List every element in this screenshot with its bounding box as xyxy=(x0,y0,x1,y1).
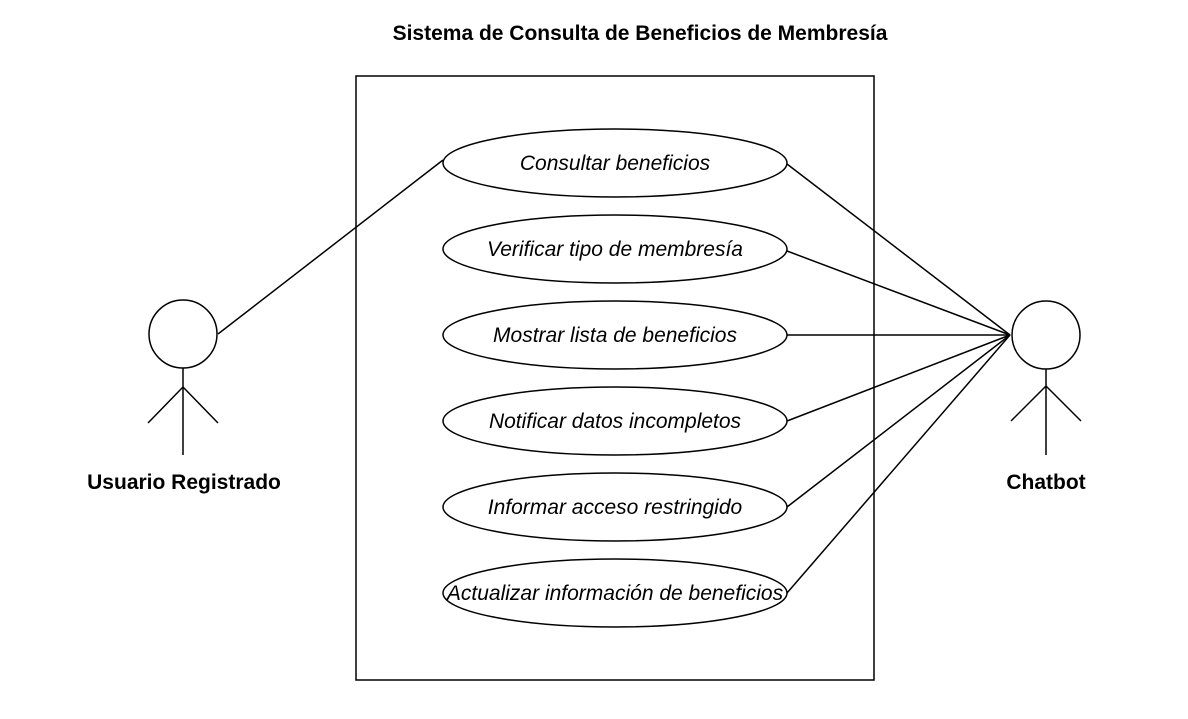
use-case-ellipse xyxy=(442,558,788,628)
use-case-label: Verificar tipo de membresía xyxy=(487,238,743,261)
use-case-ellipse xyxy=(442,386,788,456)
use-case-label: Mostrar lista de beneficios xyxy=(493,324,737,347)
associations xyxy=(217,159,1011,594)
system-boundary xyxy=(355,75,875,681)
association-chatbot-actualizar xyxy=(786,334,1011,594)
actor-chatbot: Chatbot xyxy=(1006,300,1086,494)
stick-figure-icon xyxy=(147,299,219,455)
use-case-label: Notificar datos incompletos xyxy=(489,410,742,433)
use-case-label: Actualizar información de beneficios xyxy=(445,582,784,605)
use-case-label: Consultar beneficios xyxy=(520,152,711,175)
use-case-informar: Informar acceso restringido xyxy=(442,472,788,542)
association-user-consultar xyxy=(217,159,444,335)
use-case-notificar: Notificar datos incompletos xyxy=(442,386,788,456)
diagram-title: Sistema de Consulta de Beneficios de Mem… xyxy=(393,22,888,45)
use-case-ellipse xyxy=(442,128,788,198)
association-chatbot-consultar xyxy=(786,163,1011,336)
use-case-label: Informar acceso restringido xyxy=(488,496,743,519)
use-case-ellipse xyxy=(442,214,788,284)
use-case-ellipse xyxy=(442,472,788,542)
use-case-ellipse xyxy=(442,300,788,370)
association-chatbot-notificar xyxy=(786,334,1011,422)
association-chatbot-informar xyxy=(786,334,1011,508)
use-case-actualizar: Actualizar información de beneficios xyxy=(442,558,788,628)
actor-usuario-registrado: Usuario Registrado xyxy=(87,299,281,494)
use-case-verificar: Verificar tipo de membresía xyxy=(442,214,788,284)
actor-label: Usuario Registrado xyxy=(87,471,281,494)
association-chatbot-verificar xyxy=(786,250,1011,336)
use-case-consultar: Consultar beneficios xyxy=(442,128,788,198)
use-case-mostrar: Mostrar lista de beneficios xyxy=(442,300,788,370)
stick-figure-icon xyxy=(1010,300,1082,455)
actor-label: Chatbot xyxy=(1006,471,1085,494)
